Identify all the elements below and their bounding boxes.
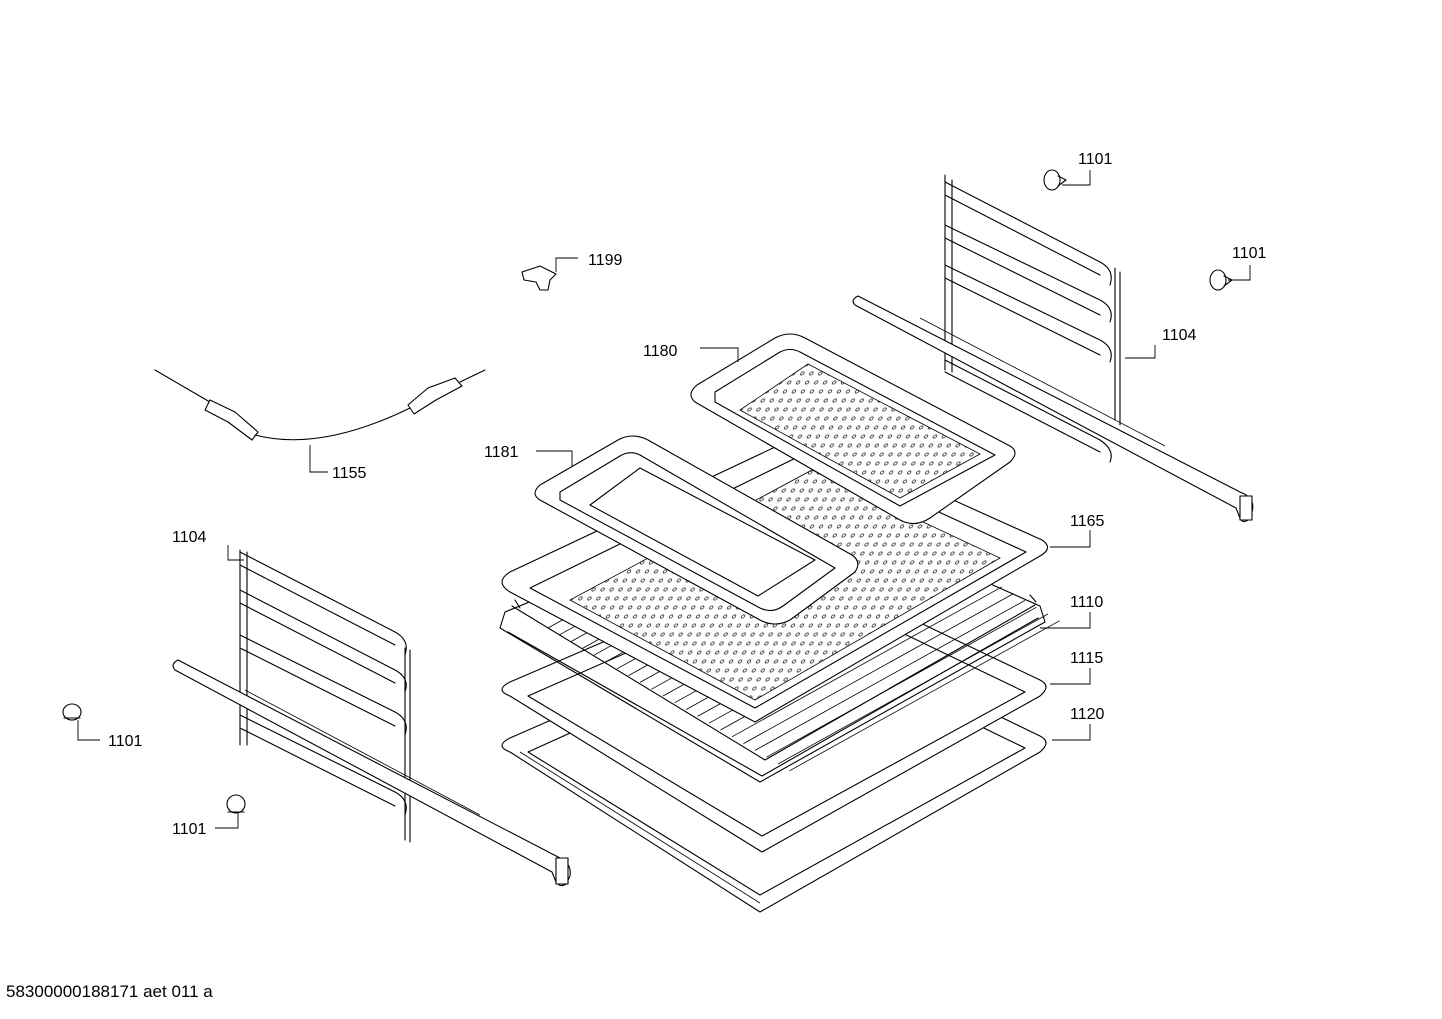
- label-1180: 1180: [643, 343, 678, 360]
- label-1199: 1199: [588, 252, 623, 269]
- rack-bar: [731, 586, 1003, 738]
- leader-lines: [77, 170, 1251, 829]
- rack-bar: [789, 620, 1060, 772]
- fixing-screw-1101-d: [226, 794, 246, 814]
- label-1181: 1181: [484, 444, 519, 461]
- rack-bar: [743, 593, 1014, 744]
- perforated-pan-1180: [690, 333, 1016, 525]
- document-code: 58300000188171 aet 011 a: [6, 982, 213, 1001]
- rack-bar: [777, 613, 1049, 765]
- rack-bar: [754, 600, 1026, 751]
- rack-bar: [766, 606, 1037, 758]
- side-rack-left-1104: [172, 549, 571, 887]
- label-1120: 1120: [1070, 706, 1105, 723]
- label-1104-left: 1104: [172, 529, 207, 546]
- clip-1199: [521, 265, 557, 291]
- label-1101-right: 1101: [1232, 245, 1267, 262]
- label-1101-bottom: 1101: [172, 821, 207, 838]
- label-1115: 1115: [1070, 650, 1103, 667]
- side-rack-right-1104: [852, 174, 1254, 523]
- solid-pan-1181: [534, 435, 859, 625]
- temperature-probe-1155: [154, 369, 486, 441]
- label-1110: 1110: [1070, 594, 1103, 611]
- label-1165: 1165: [1070, 513, 1105, 530]
- fixing-screw-1101-c: [62, 703, 82, 721]
- label-1101-top: 1101: [1078, 151, 1113, 168]
- label-1104-right: 1104: [1162, 327, 1197, 344]
- fixing-screw-1101-a: [1043, 169, 1067, 191]
- label-1101-left: 1101: [108, 733, 143, 750]
- label-1155: 1155: [332, 465, 367, 482]
